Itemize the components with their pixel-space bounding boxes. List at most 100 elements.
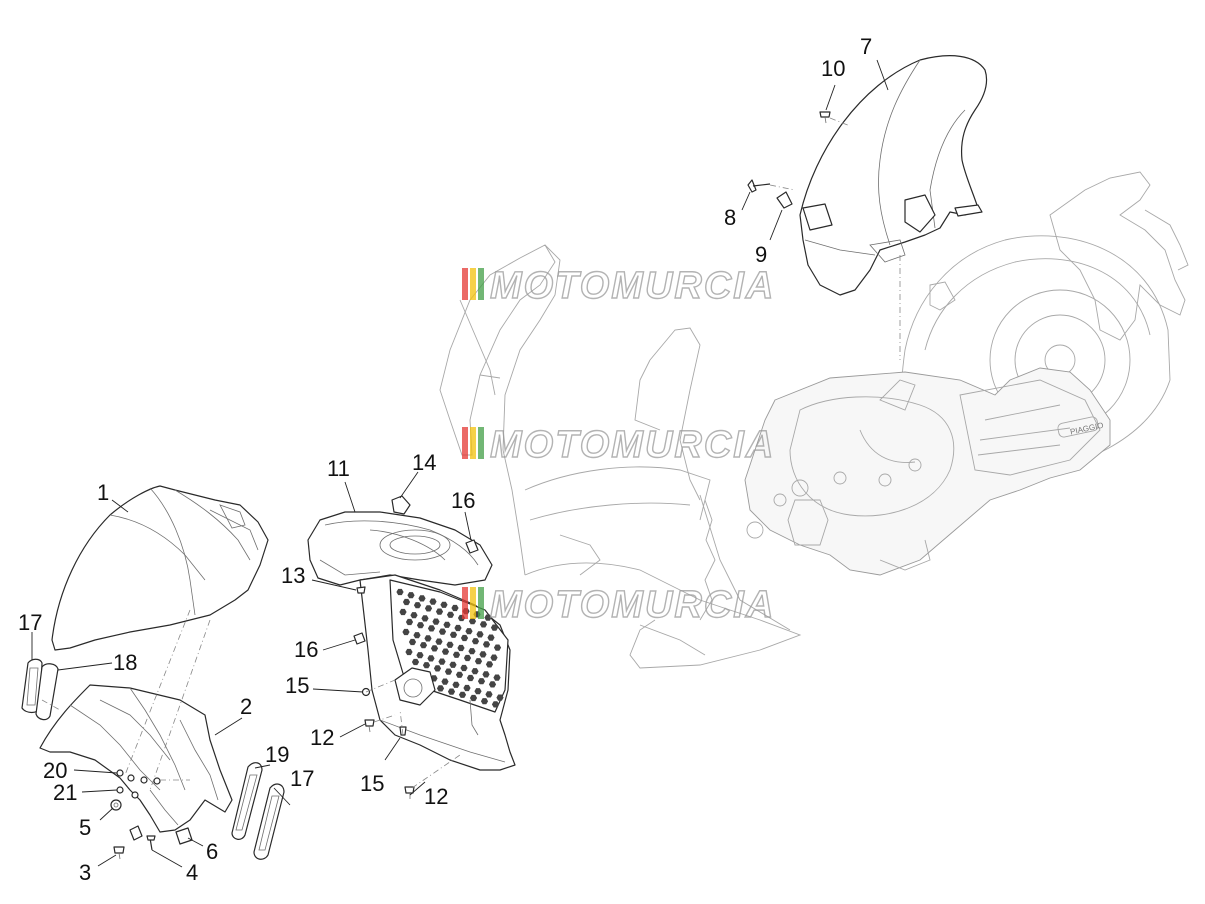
callout-2: 2 [240, 694, 252, 719]
engine-and-rear-wheel: PIAGGIO [744, 171, 1189, 576]
grille-hole [440, 601, 448, 608]
grille-hole [452, 651, 461, 658]
grille-hole [427, 625, 436, 632]
grille-hole [471, 668, 479, 675]
callout-8: 8 [724, 205, 736, 230]
grille-hole [493, 674, 501, 681]
callout-14: 14 [412, 450, 436, 475]
callout-15b: 15 [360, 771, 384, 796]
grille-hole [477, 678, 486, 685]
grille-hole [416, 622, 425, 629]
callout-12b: 12 [424, 784, 448, 809]
grille-hole [474, 658, 483, 665]
grille-hole [463, 654, 472, 662]
grille-hole [463, 684, 471, 692]
grille-hole [484, 614, 492, 621]
callout-15a: 15 [285, 673, 309, 698]
grille-hole [436, 685, 445, 692]
callout-20: 20 [43, 758, 67, 783]
grille-hole [411, 658, 420, 666]
watermark-text: MOTOMURCIA [490, 584, 775, 626]
grille-hole [446, 641, 454, 648]
watermark-flag-red [462, 268, 468, 300]
watermark-flag-yellow [470, 587, 476, 619]
grille-hole [487, 634, 495, 641]
callout-4: 4 [186, 860, 198, 885]
grille-hole [476, 631, 484, 638]
grille-hole [402, 598, 411, 606]
grille-hole [474, 688, 482, 695]
callout-10: 10 [821, 56, 845, 81]
watermark-text: MOTOMURCIA [490, 265, 775, 307]
watermark-flag-red [462, 427, 468, 459]
air-duct-part-11 [307, 511, 493, 586]
callout-13: 13 [281, 563, 305, 588]
grille-hole [490, 654, 498, 661]
grille-hole [399, 608, 407, 616]
watermark-flag-yellow [470, 268, 476, 300]
grille-hole [458, 691, 467, 698]
grille-hole [446, 611, 455, 618]
grille-hole [460, 664, 468, 672]
grille-hole [405, 618, 414, 626]
callout-18: 18 [113, 650, 137, 675]
grille-hole [444, 668, 453, 675]
grille-hole [482, 671, 490, 678]
grille-hole [413, 602, 422, 609]
grille-hole [435, 608, 444, 615]
grille-hole [447, 688, 456, 695]
grille-hole [441, 648, 450, 655]
grille-hole [407, 592, 415, 599]
grille-hole [430, 645, 439, 652]
watermark-middle: MOTOMURCIA [462, 423, 775, 467]
watermark-flag-green [478, 268, 484, 300]
callout-5: 5 [79, 815, 91, 840]
grille-hole [438, 658, 446, 665]
grille-hole [410, 612, 418, 619]
watermark-text: MOTOMURCIA [490, 424, 775, 466]
grille-hole [490, 624, 499, 631]
grille-hole [419, 642, 428, 649]
grille-hole [438, 628, 447, 635]
callout-7: 7 [860, 34, 872, 59]
watermark-top: MOTOMURCIA [462, 264, 775, 308]
watermark-bottom: MOTOMURCIA [462, 583, 775, 627]
grille-hole [422, 662, 431, 669]
assembly-lines [41, 117, 901, 791]
grille-hole [441, 678, 449, 685]
callout-3: 3 [79, 860, 91, 885]
callout-16a: 16 [451, 488, 475, 513]
grille-hole [443, 621, 451, 628]
inner-fender-part-2 [39, 684, 233, 833]
callout-11: 11 [327, 456, 350, 481]
grille-hole [491, 701, 500, 708]
grille-hole [471, 638, 480, 645]
grille-hole [468, 618, 477, 625]
callout-16b: 16 [294, 637, 318, 662]
watermark-flag-yellow [470, 427, 476, 459]
watermark-flag-green [478, 587, 484, 619]
grille-hole [480, 698, 489, 705]
grille-hole [433, 665, 442, 672]
watermarks: MOTOMURCIA MOTOMURCIA MOTOMURCIA [462, 264, 775, 627]
grille-hole [479, 651, 487, 658]
grille-hole [408, 638, 417, 646]
callout-17b: 17 [290, 766, 314, 791]
grille-hole [496, 694, 504, 701]
grille-hole [485, 661, 494, 668]
grille-hole [454, 624, 462, 632]
rear-mudguard-part-7 [799, 55, 988, 296]
grille-hole [421, 615, 429, 622]
grille-hole [396, 588, 404, 596]
grille-hole [466, 674, 475, 682]
grille-hole [485, 691, 493, 698]
grille-hole [402, 628, 410, 636]
grille-hole [413, 632, 421, 639]
grille-hole [424, 605, 433, 612]
grille-hole [488, 681, 497, 688]
grille-hole [493, 644, 502, 651]
grille-hole [435, 638, 443, 645]
callout-12a: 12 [310, 725, 334, 750]
grille-hole [416, 652, 424, 659]
